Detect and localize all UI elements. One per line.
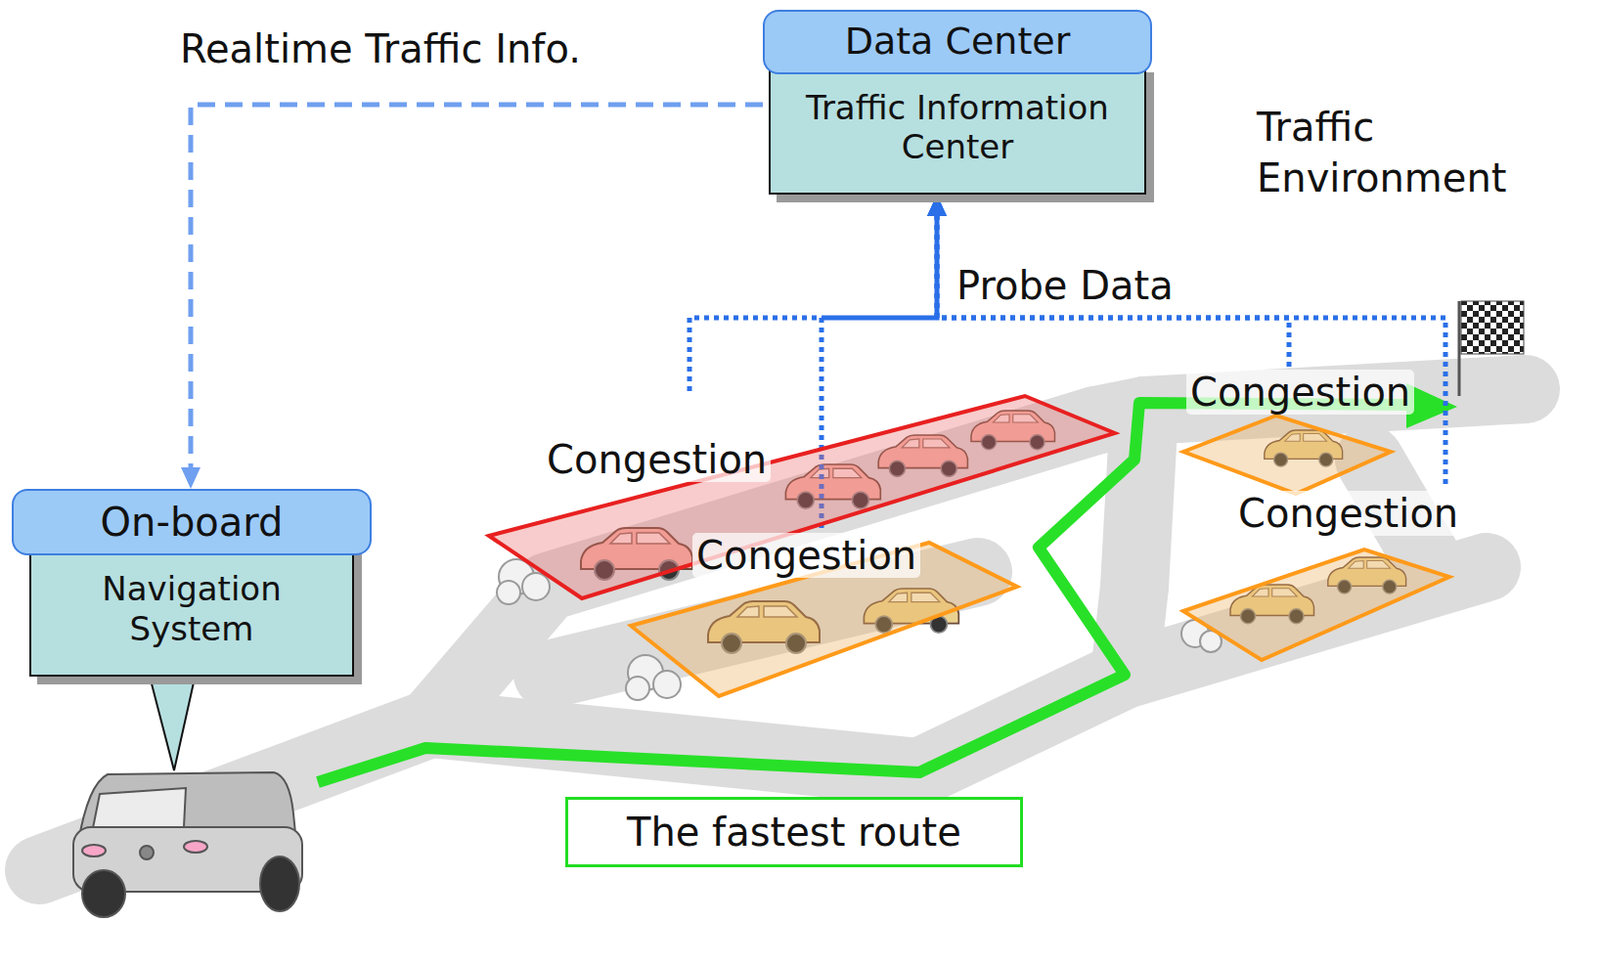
- box-heading: On-board: [11, 488, 372, 556]
- region-outline: [1183, 415, 1391, 494]
- congestion-region: Congestion: [625, 528, 1023, 703]
- box-body: Traffic Information Center: [768, 64, 1147, 196]
- data-center-box: Data CenterTraffic Information Center: [762, 9, 1153, 195]
- environment-label: Traffic Environment: [1256, 101, 1551, 204]
- region-label: Congestion: [1234, 490, 1463, 536]
- speech-pointer: [146, 665, 198, 771]
- box-heading: Data Center: [762, 9, 1153, 75]
- route-label: The fastest route: [626, 809, 962, 855]
- own-vehicle: [73, 772, 303, 918]
- probe-data-line: [689, 194, 937, 392]
- region-label: Congestion: [692, 533, 921, 578]
- congestion-region: Congestion: [1178, 484, 1467, 666]
- region-label: Congestion: [1186, 369, 1415, 415]
- congestion-region: Congestion: [1178, 366, 1423, 499]
- flag: [1459, 301, 1524, 397]
- probe-data-line: [936, 194, 1289, 367]
- route-label-box: The fastest route: [565, 797, 1023, 868]
- data-flow-label: Probe Data: [956, 260, 1174, 312]
- region-outline: [488, 396, 1115, 599]
- green-route: [317, 383, 1458, 783]
- edge-label: Realtime Traffic Info.: [176, 25, 585, 73]
- traffic-info-arrow: [190, 104, 763, 489]
- region-outline: [1183, 549, 1450, 661]
- box-body: Navigation System: [29, 545, 355, 677]
- region-label: Congestion: [542, 437, 771, 483]
- navigation-box: On-boardNavigation System: [11, 488, 372, 677]
